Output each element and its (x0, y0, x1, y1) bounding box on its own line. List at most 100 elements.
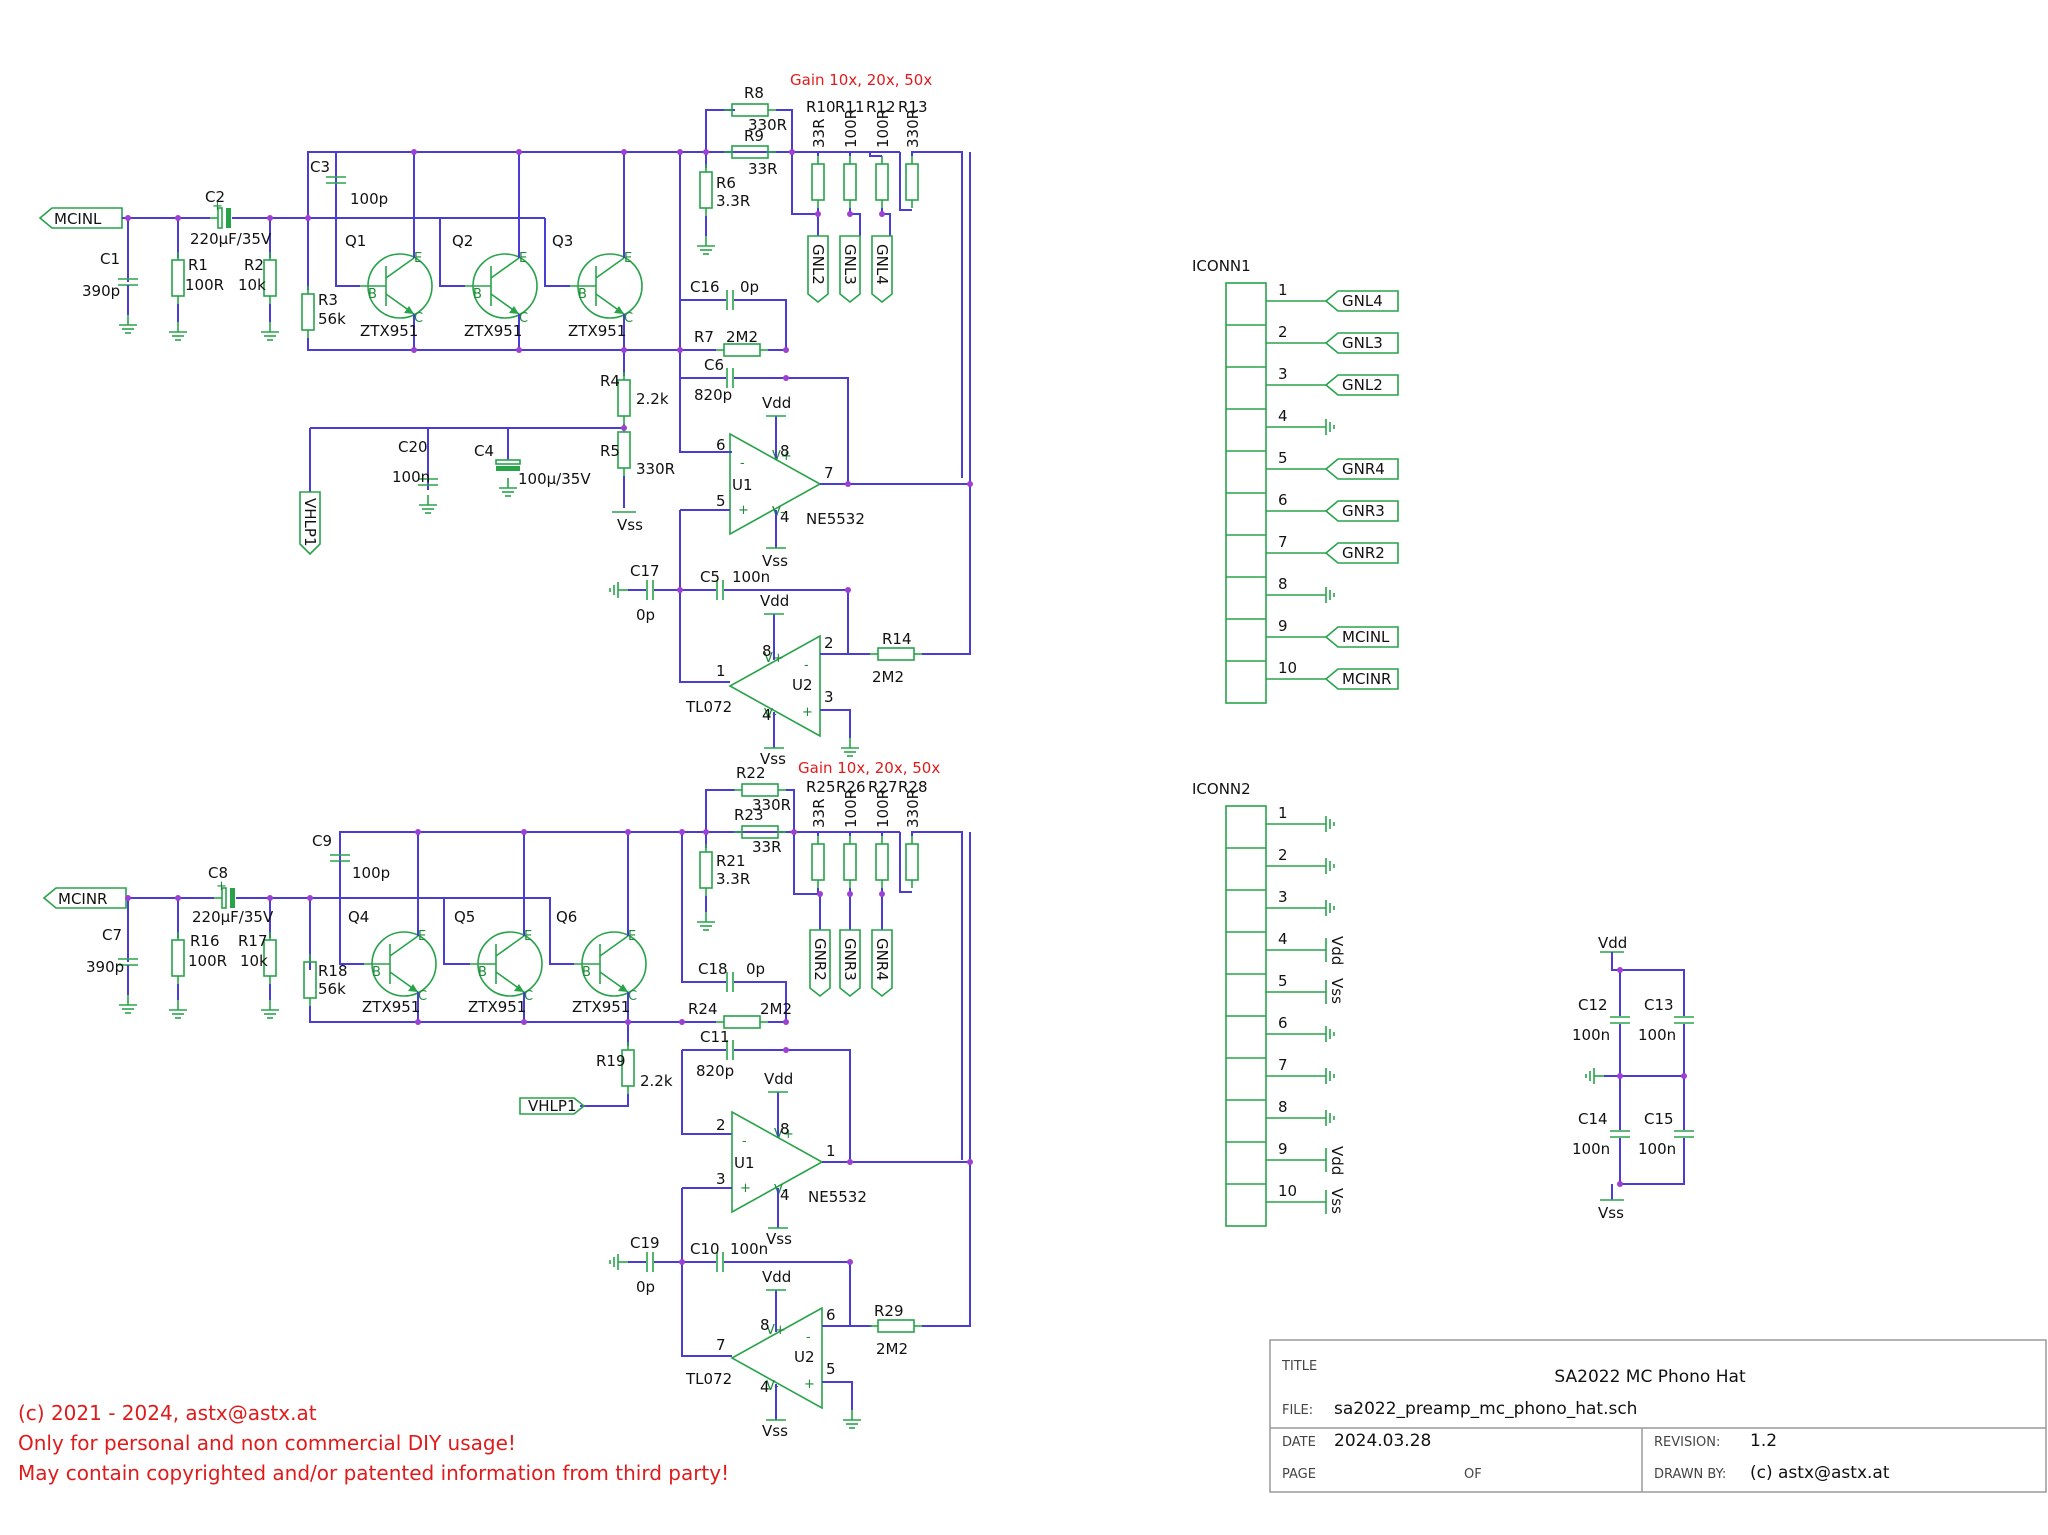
c15-ref: C15 (1644, 1110, 1674, 1128)
u1-right-part: NE5532 (808, 1188, 867, 1206)
r17-ref: R17 (238, 932, 268, 950)
r8-value: 330R (748, 116, 787, 134)
r1-value: 100R (185, 276, 224, 294)
gnr3-port: GNR3 (841, 938, 859, 981)
c7-ref: C7 (102, 926, 122, 944)
svg-text:+: + (212, 199, 223, 214)
c5-ref: C5 (700, 568, 720, 586)
r28-ref: R28 (898, 778, 928, 796)
u2-right-vss: Vss (762, 1422, 788, 1440)
q2-ref: Q2 (452, 232, 473, 250)
r4-ref: R4 (600, 372, 620, 390)
c17-value: 0p (636, 606, 655, 624)
revision-value: 1.2 (1750, 1431, 1777, 1451)
iconn1-pin-number: 2 (1278, 323, 1288, 341)
c4-value: 100µ/35V (518, 470, 591, 488)
r6-ref: R6 (716, 174, 736, 192)
u1-left-vdd: Vdd (762, 394, 791, 412)
u2-left-pin-out: 1 (716, 662, 726, 680)
c12-ref: C12 (1578, 996, 1608, 1014)
r22-value: 330R (752, 796, 791, 814)
r4-value: 2.2k (636, 390, 669, 408)
iconn2-pin-number: 1 (1278, 804, 1288, 822)
iconn2-pin-number: 6 (1278, 1014, 1288, 1032)
c13-ref: C13 (1644, 996, 1674, 1014)
iconn2-pin-net: Vss (1328, 1188, 1346, 1214)
title-value: SA2022 MC Phono Hat (1554, 1367, 1746, 1387)
c2-ref: C2 (205, 188, 225, 206)
svg-text:+: + (216, 879, 227, 894)
iconn1-pin-net: GNR2 (1342, 544, 1385, 562)
r8-ref: R8 (744, 84, 764, 102)
r12-value: 100R (874, 109, 892, 148)
u1-left-ref: U1 (732, 476, 753, 494)
r10-ref: R10 (806, 98, 836, 116)
c3-ref: C3 (310, 158, 330, 176)
u1-left-part: NE5532 (806, 510, 865, 528)
u2-right-pin-vn: 4 (760, 1378, 770, 1396)
vhlp1-port-left: VHLP1 (301, 498, 319, 547)
q5-ref: Q5 (454, 908, 475, 926)
u1-left-pin-inv: 6 (716, 436, 726, 454)
iconn1-pin-net: MCINR (1342, 670, 1391, 688)
iconn1-pin-net: MCINL (1342, 628, 1390, 646)
r24-ref: R24 (688, 1000, 718, 1018)
r18-value: 56k (318, 980, 346, 998)
iconn2-pin-number: 9 (1278, 1140, 1288, 1158)
u1-right-pin-out: 1 (826, 1142, 836, 1160)
r16-value: 100R (188, 952, 227, 970)
iconn1-pin-net: GNL3 (1342, 334, 1383, 352)
iconn1-pin-number: 9 (1278, 617, 1288, 635)
iconn1-pin-number: 4 (1278, 407, 1288, 425)
r27-value: 100R (874, 789, 892, 828)
c8-value: 220µF/35V (192, 908, 274, 926)
file-label: FILE: (1282, 1403, 1313, 1418)
u1-right-vss: Vss (766, 1230, 792, 1248)
r2-ref: R2 (244, 256, 264, 274)
r23-ref: R23 (734, 806, 764, 824)
c6-ref: C6 (704, 356, 724, 374)
c3-value: 100p (350, 190, 388, 208)
c7-value: 390p (86, 958, 124, 976)
u1-right-pin-vp: 8 (780, 1120, 790, 1138)
r13-value: 330R (904, 109, 922, 148)
r6-value: 3.3R (716, 192, 750, 210)
u1-right-vdd: Vdd (764, 1070, 793, 1088)
iconn1-pin-number: 3 (1278, 365, 1288, 383)
r25-value: 33R (810, 798, 828, 828)
right-channel: MCINR C7 390p + C8 220µF/35V R16 100R R1… (42, 759, 973, 1440)
gain-note-right: Gain 10x, 20x, 50x (798, 759, 940, 777)
iconn1-pin-net: GNL4 (1342, 292, 1383, 310)
u2-left-pin-vp: 8 (762, 642, 772, 660)
iconn1-pin-net: GNL2 (1342, 376, 1383, 394)
c19-value: 0p (636, 1278, 655, 1296)
r7-ref: R7 (694, 328, 714, 346)
gain-note-left: Gain 10x, 20x, 50x (790, 71, 932, 89)
q1-ref: Q1 (345, 232, 366, 250)
r23-value: 33R (752, 838, 782, 856)
iconn1-pin-number: 7 (1278, 533, 1288, 551)
c17-ref: C17 (630, 562, 660, 580)
u2-left-vss: Vss (760, 750, 786, 768)
r11-value: 100R (842, 109, 860, 148)
file-value: sa2022_preamp_mc_phono_hat.sch (1334, 1399, 1637, 1419)
u2-right-pin-vp: 8 (760, 1316, 770, 1334)
c1-ref: C1 (100, 250, 120, 268)
r2-value: 10k (238, 276, 266, 294)
u2-right-pin-noninv: 5 (826, 1360, 836, 1378)
u2-left-vdd: Vdd (760, 592, 789, 610)
r3-ref: R3 (318, 291, 338, 309)
c11-ref: C11 (700, 1028, 730, 1046)
u1-right-pin-noninv: 3 (716, 1170, 726, 1188)
r26-ref: R26 (836, 778, 866, 796)
iconn1-pin-number: 1 (1278, 281, 1288, 299)
iconn1-pin-number: 10 (1278, 659, 1297, 677)
iconn2-pin-number: 3 (1278, 888, 1288, 906)
r18-ref: R18 (318, 962, 348, 980)
c10-value: 100n (730, 1240, 768, 1258)
c14-ref: C14 (1578, 1110, 1608, 1128)
date-label: DATE (1282, 1435, 1316, 1450)
r27-ref: R27 (868, 778, 898, 796)
r7-value: 2M2 (726, 328, 758, 346)
